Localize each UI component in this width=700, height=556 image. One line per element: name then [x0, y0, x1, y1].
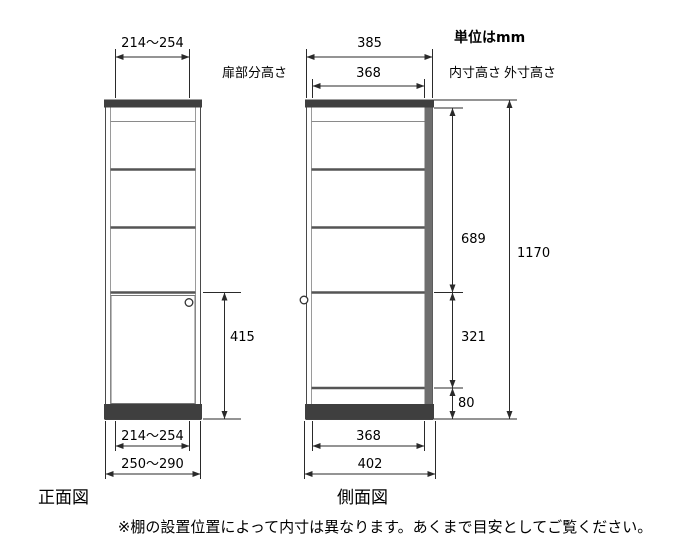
outer-height-header-label: 外寸高さ — [504, 65, 556, 81]
front-cabinet-drawing — [104, 99, 202, 420]
side-bottom-inner-depth-dimension: 368 — [312, 421, 425, 451]
side-top-outer-depth-label: 385 — [357, 36, 382, 51]
front-view: 214〜254 扉部分高さ 415 214〜254 250〜290 正面図 — [38, 36, 287, 508]
side-base-height-dimension: 80 — [449, 388, 475, 419]
side-view: 385 368 689 321 80 — [299, 36, 550, 508]
footnote-text: ※棚の設置位置によって内寸は異なります。あくまで目安としてご覧ください。 — [118, 518, 652, 536]
side-top-inner-depth-dimension: 368 — [312, 66, 425, 98]
unit-note-label: 単位はmm — [454, 29, 525, 46]
front-top-width-dimension: 214〜254 — [115, 36, 190, 98]
front-base-panel — [104, 404, 202, 420]
front-top-panel — [104, 99, 202, 108]
side-door-knob — [299, 295, 309, 305]
front-door-height-label: 415 — [230, 330, 255, 345]
front-top-width-label: 214〜254 — [121, 36, 184, 51]
side-back-panel — [424, 107, 433, 404]
front-view-caption: 正面図 — [38, 488, 89, 508]
front-door-height-dimension: 415 — [203, 292, 255, 420]
front-bottom-inner-width-label: 214〜254 — [121, 429, 184, 444]
side-cabinet-drawing — [299, 99, 434, 420]
side-base-height-label: 80 — [458, 396, 475, 411]
inner-height-header-label: 内寸高さ — [449, 65, 501, 81]
side-bottom-outer-depth-dimension: 402 — [304, 421, 436, 479]
front-door-knob — [184, 298, 194, 307]
front-bottom-inner-width-dimension: 214〜254 — [115, 421, 190, 451]
side-base-panel — [305, 404, 434, 420]
side-top-outer-depth-dimension: 385 — [306, 36, 433, 98]
door-height-header-label: 扉部分高さ — [222, 65, 287, 81]
side-inner-height-dimension: 689 — [434, 107, 486, 293]
side-bottom-outer-depth-label: 402 — [358, 457, 383, 472]
front-bottom-outer-width-label: 250〜290 — [121, 457, 184, 472]
side-top-panel — [305, 99, 434, 108]
side-outer-height-label: 1170 — [517, 246, 550, 261]
side-outer-height-dimension: 1170 — [434, 99, 550, 420]
side-lower-height-dimension: 321 — [434, 292, 486, 389]
side-lower-height-label: 321 — [461, 330, 486, 345]
front-door-panel — [110, 295, 196, 404]
side-top-inner-depth-label: 368 — [356, 66, 381, 81]
front-bottom-outer-width-dimension: 250〜290 — [105, 421, 201, 479]
side-bottom-inner-depth-label: 368 — [356, 429, 381, 444]
side-view-caption: 側面図 — [337, 488, 388, 508]
side-cabinet-outline — [306, 100, 433, 420]
side-inner-height-label: 689 — [461, 232, 486, 247]
